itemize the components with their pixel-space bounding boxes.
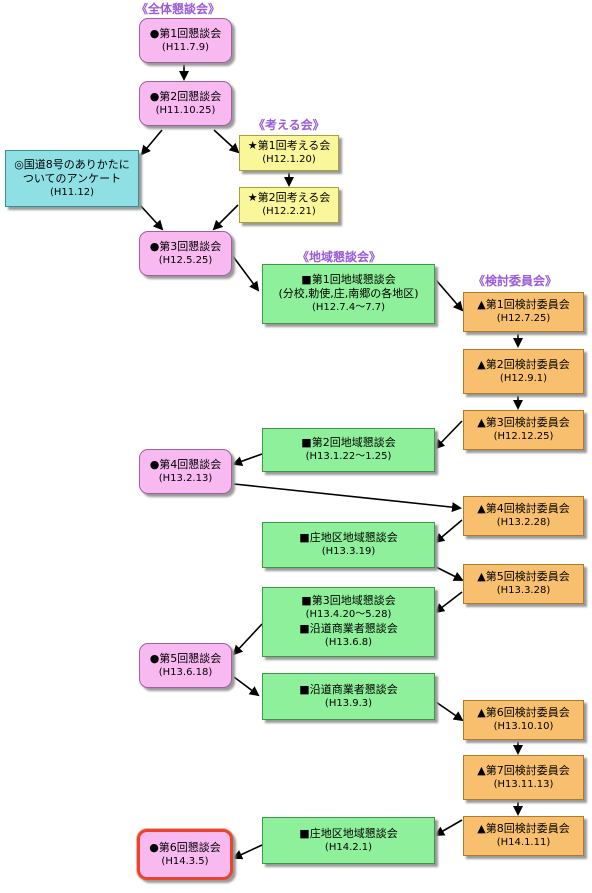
node-title: ▲第4回検討委員会	[477, 502, 570, 515]
node-title: ●第3回懇談会	[149, 239, 222, 253]
node-title: ■第3回地域懇談会	[301, 594, 396, 607]
node-date: (H13.2.28)	[496, 517, 551, 528]
node-title: ★第1回考える会	[247, 139, 331, 152]
node-date: (H13.10.10)	[493, 721, 554, 732]
node-title: ▲第3回検討委員会	[477, 416, 570, 429]
node-zentai-3: ●第3回懇談会 (H12.5.25)	[139, 231, 232, 276]
arrow-z5-c5	[233, 676, 260, 697]
node-kento-6: ▲第6回検討委員会 (H13.10.10)	[463, 700, 584, 740]
node-title: ●第2回懇談会	[149, 89, 222, 103]
node-date: (H12.5.25)	[158, 254, 213, 266]
arrow-z2-k1	[213, 129, 240, 154]
node-date: (H11.10.25)	[155, 104, 216, 116]
node-kento-2: ▲第2回検討委員会 (H12.9.1)	[463, 349, 584, 394]
node-zentai-4: ●第4回懇談会 (H13.2.13)	[139, 449, 232, 494]
node-date-2: (H13.6.8)	[324, 637, 373, 648]
node-chiiki-2: ■第2回地域懇談会 (H13.1.22～1.25)	[262, 428, 435, 472]
arrow-c1-e1	[435, 279, 464, 312]
arrow-e4-c3	[434, 519, 463, 544]
node-title: ●第6回懇談会	[149, 840, 221, 854]
node-date: (H12.12.25)	[493, 431, 554, 442]
node-title: ▲第2回検討委員会	[477, 357, 570, 371]
node-date: (H13.6.18)	[158, 666, 213, 678]
node-title: ▲第6回検討委員会	[477, 706, 570, 719]
node-zentai-2: ●第2回懇談会 (H11.10.25)	[139, 81, 232, 126]
node-title: ★第2回考える会	[247, 191, 331, 204]
arrow-c6-z6	[232, 844, 263, 860]
node-kento-7: ▲第7回検討委員会 (H13.11.13)	[463, 755, 584, 800]
node-date: (H13.1.22～1.25)	[305, 451, 392, 462]
node-date: (H14.2.1)	[324, 841, 373, 853]
arrow-e5-c4	[434, 591, 463, 614]
node-chiiki-5: ■沿道商業者懇談会 (H13.9.3)	[262, 673, 435, 720]
arrow-c2-z4	[232, 453, 263, 467]
arrow-c5-e6	[435, 701, 464, 722]
node-chiiki-3: ■庄地区地域懇談会 (H13.3.19)	[262, 522, 435, 568]
arrow-z3-c1	[231, 254, 260, 292]
node-title: ■庄地区地域懇談会	[299, 826, 398, 840]
section-label-kangaeru: 《考える会》	[253, 118, 325, 132]
node-title: ●第1回懇談会	[149, 26, 222, 40]
node-date: (H14.1.11)	[496, 837, 551, 848]
node-chiiki-1: ■第1回地域懇談会 (分校,勅使,庄,南郷の各地区) (H12.7.4～7.7)	[262, 264, 435, 324]
node-title-2: ■沿道商業者懇談会	[299, 622, 398, 635]
node-date: (H11.7.9)	[161, 41, 210, 53]
node-kento-4: ▲第4回検討委員会 (H13.2.28)	[463, 496, 584, 536]
node-title: ●第4回懇談会	[149, 457, 222, 471]
section-label-kento: 《検討委員会》	[473, 274, 558, 288]
node-date: (H12.1.20)	[262, 154, 316, 165]
arrow-z4-e4	[233, 483, 462, 513]
node-date: (H11.12)	[50, 186, 94, 198]
node-date: (H13.3.28)	[496, 585, 551, 596]
node-kento-3: ▲第3回検討委員会 (H12.12.25)	[463, 410, 584, 450]
node-chiiki-6: ■庄地区地域懇談会 (H14.2.1)	[262, 817, 435, 864]
node-kangaeru-1: ★第1回考える会 (H12.1.20)	[239, 135, 339, 171]
node-title: ■庄地区地域懇談会	[299, 531, 398, 544]
node-title-line2: ついてのアンケート	[22, 171, 122, 185]
node-date: (H12.2.21)	[262, 206, 316, 217]
node-date: (H14.3.5)	[161, 855, 209, 867]
node-date: (H13.9.3)	[324, 697, 373, 709]
node-zentai-6: ●第6回懇談会 (H14.3.5)	[137, 829, 233, 880]
node-title: ■第2回地域懇談会	[301, 436, 396, 449]
node-title: ■沿道商業者懇談会	[299, 682, 398, 696]
arrow-survey-z3	[139, 204, 164, 231]
node-title: ◎国道8号のありかたに	[14, 157, 130, 171]
node-date: (H13.4.20～5.28)	[305, 609, 392, 620]
node-chiiki-4: ■第3回地域懇談会 (H13.4.20～5.28) ■沿道商業者懇談会 (H13…	[262, 587, 435, 657]
arrow-z2-survey	[140, 129, 163, 156]
node-kento-1: ▲第1回検討委員会 (H12.7.25)	[463, 292, 584, 332]
node-zentai-5: ●第5回懇談会 (H13.6.18)	[139, 643, 232, 688]
node-date: (H13.11.13)	[493, 778, 554, 790]
arrow-c4-z5	[232, 623, 263, 656]
node-kangaeru-2: ★第2回考える会 (H12.2.21)	[239, 187, 339, 223]
node-districts: (分校,勅使,庄,南郷の各地区)	[278, 287, 419, 300]
node-title: ●第5回懇談会	[149, 651, 222, 665]
arrow-k2-z3	[212, 204, 239, 231]
node-date: (H13.3.19)	[321, 546, 376, 557]
node-title: ▲第5回検討委員会	[477, 570, 570, 583]
section-label-zentai: 《全体懇談会》	[136, 2, 221, 16]
node-survey: ◎国道8号のありかたに ついてのアンケート (H11.12)	[5, 150, 139, 207]
node-title: ▲第8回検討委員会	[477, 822, 570, 835]
node-title: ■第1回地域懇談会	[301, 273, 396, 286]
node-title: ▲第1回検討委員会	[477, 298, 570, 311]
node-kento-5: ▲第5回検討委員会 (H13.3.28)	[463, 564, 584, 604]
node-date: (H12.7.25)	[496, 313, 551, 324]
node-zentai-1: ●第1回懇談会 (H11.7.9)	[139, 18, 232, 63]
arrow-e8-c6	[434, 819, 463, 836]
node-kento-8: ▲第8回検討委員会 (H14.1.11)	[463, 816, 584, 856]
node-date: (H12.9.1)	[499, 372, 548, 384]
node-date: (H12.7.4～7.7)	[311, 302, 386, 313]
arrow-c3-e5	[435, 566, 464, 581]
arrow-e3-c2	[434, 420, 463, 450]
node-title: ▲第7回検討委員会	[477, 763, 570, 777]
section-label-chiiki: 《地域懇談会》	[297, 250, 382, 264]
node-date: (H13.2.13)	[158, 472, 213, 484]
